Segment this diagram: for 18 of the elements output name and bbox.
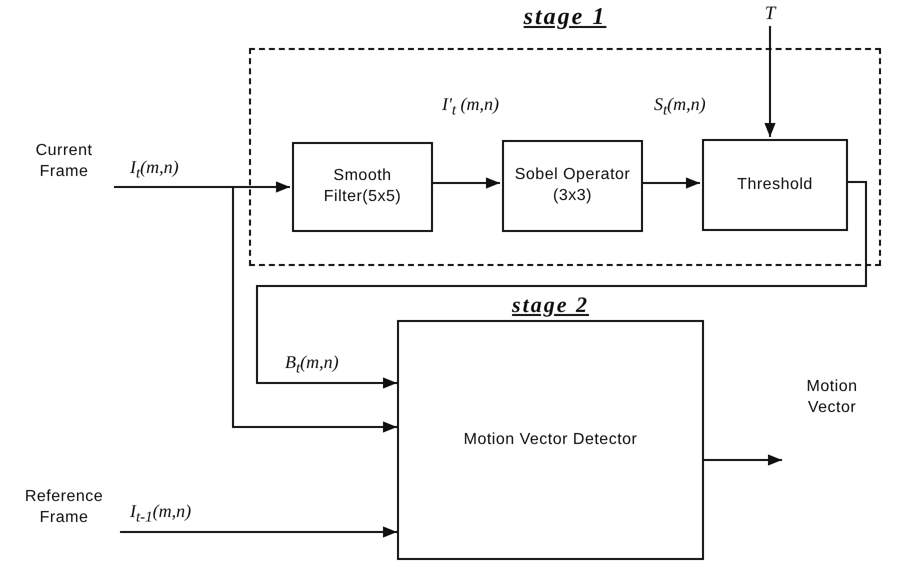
input-label: Reference Frame <box>24 487 104 528</box>
parameter-label: T <box>764 3 776 25</box>
box-label: Threshold <box>737 174 813 195</box>
arrow <box>114 186 397 433</box>
arrow <box>431 177 500 189</box>
arrow <box>764 26 776 137</box>
process-box <box>292 142 433 232</box>
arrow <box>120 526 397 538</box>
box-label: Smooth Filter(5x5) <box>322 166 402 207</box>
box-label: Sobel Operator (3x3) <box>514 165 632 206</box>
input-label: Current Frame <box>34 141 94 182</box>
arrow <box>641 177 700 189</box>
arrow <box>256 181 867 389</box>
input-label: Motion Vector <box>805 377 859 418</box>
box-label: Motion Vector Detector <box>464 430 638 450</box>
process-box <box>702 139 848 231</box>
arrow <box>704 454 782 466</box>
process-box <box>502 140 643 232</box>
